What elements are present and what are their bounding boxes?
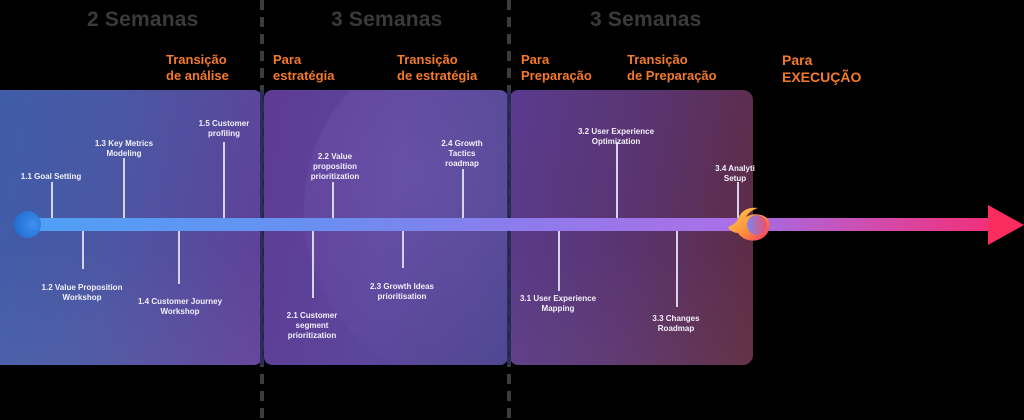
milestone-3-4: 3.4 Analyti Setup	[715, 164, 755, 183]
transition-analysis: Transição de análise	[166, 52, 229, 83]
milestone-1-1: 1.1 Goal Setting	[20, 172, 82, 181]
milestone-2-2: 2.2 Value proposition prioritization	[310, 152, 360, 181]
milestone-stem-1-5	[223, 142, 225, 218]
milestone-stem-3-4	[737, 182, 739, 218]
milestone-3-3: 3.3 Changes Roadmap	[652, 314, 700, 333]
milestone-stem-3-1	[558, 231, 560, 291]
flame-icon	[728, 207, 770, 241]
transition-strategy: Transição de estratégia	[397, 52, 478, 83]
milestone-stem-1-3	[123, 158, 125, 218]
milestone-stem-2-1	[312, 231, 314, 298]
milestone-stem-1-2	[82, 231, 84, 269]
milestone-2-1: 2.1 Customer segment prioritization	[286, 311, 338, 340]
milestone-3-1: 3.1 User Experience Mapping	[519, 294, 597, 313]
milestone-stem-2-3	[402, 231, 404, 268]
milestone-1-3: 1.3 Key Metrics Modeling	[94, 139, 154, 158]
transition-to-preparation: Para Preparação	[521, 52, 592, 83]
milestone-stem-3-2	[616, 142, 618, 218]
milestone-stem-2-2	[332, 182, 334, 218]
milestone-stem-2-4	[462, 169, 464, 218]
milestone-stem-1-4	[178, 231, 180, 284]
timeline-track	[28, 218, 763, 231]
arrow-right-icon	[988, 205, 1024, 245]
phase-title-1: 2 Semanas	[87, 8, 199, 31]
phase-title-2: 3 Semanas	[331, 8, 443, 31]
circle-start-icon	[14, 211, 41, 238]
transition-to-execution: Para EXECUÇÃO	[782, 52, 862, 85]
phase-title-3: 3 Semanas	[590, 8, 702, 31]
milestone-1-4: 1.4 Customer Journey Workshop	[137, 297, 223, 316]
milestone-stem-1-1	[51, 182, 53, 218]
transition-to-strategy: Para estratégia	[273, 52, 335, 83]
timeline-arrow-shaft	[765, 218, 990, 231]
milestone-3-2: 3.2 User Experience Optimization	[577, 127, 655, 146]
milestone-2-3: 2.3 Growth Ideas prioritisation	[369, 282, 435, 301]
milestone-stem-3-3	[676, 231, 678, 307]
milestone-1-5: 1.5 Customer profiling	[198, 119, 250, 138]
milestone-1-2: 1.2 Value Proposition Workshop	[41, 283, 123, 302]
transition-preparation: Transição de Preparação	[627, 52, 717, 83]
milestone-2-4: 2.4 Growth Tactics roadmap	[441, 139, 483, 168]
